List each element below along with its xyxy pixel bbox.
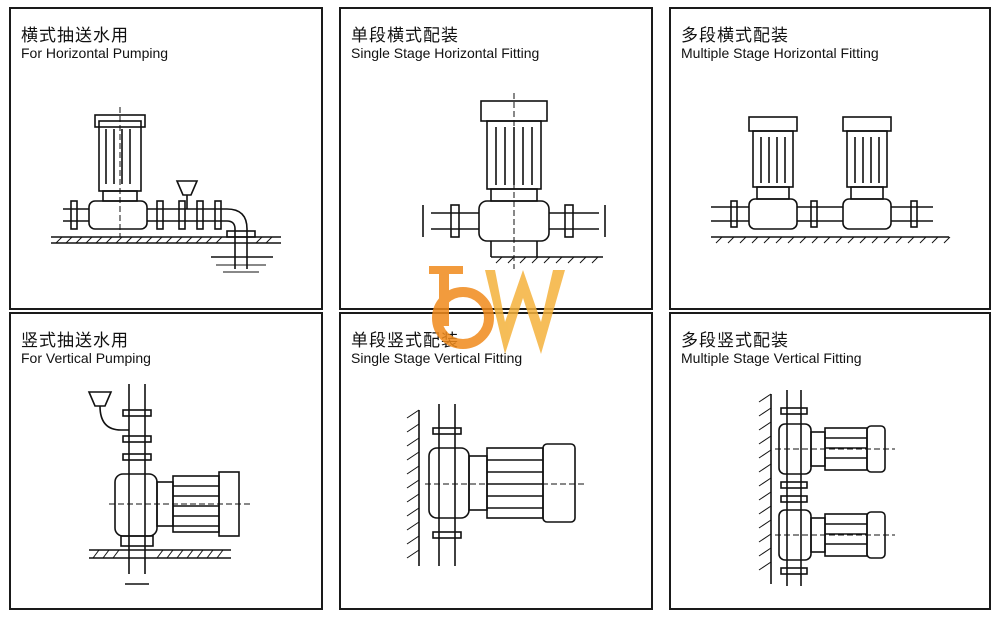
horizontal-pumping-diagram bbox=[51, 107, 281, 273]
panel-title-en: Multiple Stage Horizontal Fitting bbox=[681, 45, 879, 61]
panel-single-stage-vertical: 单段竖式配装 Single Stage Vertical Fitting bbox=[339, 312, 653, 610]
single-stage-horizontal-diagram bbox=[422, 93, 606, 269]
multiple-stage-vertical-diagram bbox=[758, 390, 895, 586]
vertical-pumping-diagram bbox=[87, 384, 251, 585]
panel-title-zh: 横式抽送水用 bbox=[21, 26, 129, 46]
panel-horizontal-pumping: 横式抽送水用 For Horizontal Pumping bbox=[9, 7, 323, 310]
panel-title-en: For Vertical Pumping bbox=[21, 350, 151, 366]
panel-title-zh: 单段横式配装 bbox=[351, 26, 459, 46]
panel-title-zh: 多段横式配装 bbox=[681, 26, 789, 46]
panel-title-zh: 多段竖式配装 bbox=[681, 331, 789, 351]
panel-multiple-stage-horizontal: 多段横式配装 Multiple Stage Horizontal Fitting bbox=[669, 7, 991, 310]
panel-single-stage-horizontal: 单段横式配装 Single Stage Horizontal Fitting bbox=[339, 7, 653, 310]
panel-vertical-pumping: 竖式抽送水用 For Vertical Pumping bbox=[9, 312, 323, 610]
panel-title-zh: 竖式抽送水用 bbox=[21, 331, 129, 351]
panel-multiple-stage-vertical: 多段竖式配装 Multiple Stage Vertical Fitting bbox=[669, 312, 991, 610]
single-stage-vertical-diagram bbox=[406, 404, 587, 566]
panel-title-en: Single Stage Horizontal Fitting bbox=[351, 45, 540, 61]
multiple-stage-horizontal-diagram bbox=[711, 116, 951, 244]
panel-title-zh: 单段竖式配装 bbox=[351, 331, 459, 351]
panel-title-en: For Horizontal Pumping bbox=[21, 45, 169, 61]
panel-title-en: Single Stage Vertical Fitting bbox=[351, 350, 523, 366]
panel-title-en: Multiple Stage Vertical Fitting bbox=[681, 350, 862, 366]
